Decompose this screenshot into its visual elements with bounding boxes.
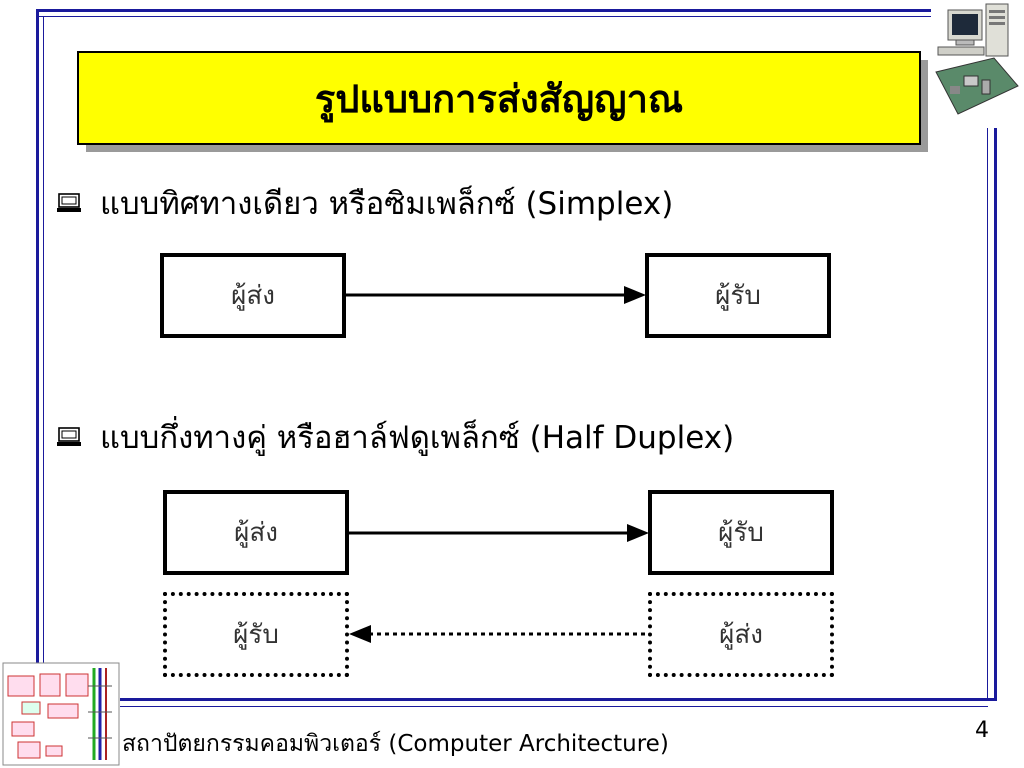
box-label: ผู้ส่ง bbox=[231, 281, 275, 311]
computer-icon bbox=[57, 193, 81, 212]
box-label: ผู้รับ bbox=[715, 281, 761, 311]
system-diagram-icon bbox=[2, 662, 120, 766]
top-rule bbox=[36, 9, 931, 12]
box-label: ผู้รับ bbox=[718, 518, 764, 548]
simplex-sender-box: ผู้ส่ง bbox=[160, 253, 346, 338]
bullet-simplex: แบบทิศทางเดียว หรือซิมเพล็กซ์ (Simplex) bbox=[56, 178, 673, 228]
box-label: ผู้ส่ง bbox=[234, 518, 278, 548]
half-duplex-receiver-box-bottom: ผู้รับ bbox=[163, 592, 349, 677]
box-label: ผู้รับ bbox=[233, 620, 279, 650]
right-rule-thin bbox=[987, 128, 988, 701]
half-duplex-forward-arrow bbox=[347, 524, 649, 542]
left-rule-thin bbox=[43, 16, 44, 664]
half-duplex-return-arrow bbox=[349, 625, 649, 643]
left-rule bbox=[36, 9, 39, 664]
simplex-arrow bbox=[344, 286, 646, 304]
simplex-receiver-box: ผู้รับ bbox=[645, 253, 831, 338]
right-rule bbox=[994, 128, 997, 701]
half-duplex-receiver-box-top: ผู้รับ bbox=[648, 490, 834, 575]
half-duplex-sender-box-top: ผู้ส่ง bbox=[163, 490, 349, 575]
bottom-rule-thin bbox=[120, 706, 988, 707]
bullet-text: แบบกึ่งทางคู่ หรือฮาล์ฟดูเพล็กซ์ (Half D… bbox=[100, 420, 735, 456]
footer-course-title: สถาปัตยกรรมคอมพิวเตอร์ (Computer Archite… bbox=[122, 731, 669, 757]
top-rule-thin bbox=[36, 16, 931, 17]
bottom-rule bbox=[120, 698, 997, 701]
half-duplex-sender-box-bottom: ผู้ส่ง bbox=[648, 592, 834, 677]
desktop-computer-icon bbox=[935, 3, 1019, 115]
page-number: 4 bbox=[975, 718, 989, 743]
box-label: ผู้ส่ง bbox=[719, 620, 763, 650]
bullet-text: แบบทิศทางเดียว หรือซิมเพล็กซ์ (Simplex) bbox=[100, 186, 674, 222]
bullet-half-duplex: แบบกึ่งทางคู่ หรือฮาล์ฟดูเพล็กซ์ (Half D… bbox=[56, 412, 734, 462]
slide-title: รูปแบบการส่งสัญญาณ bbox=[77, 51, 921, 145]
computer-icon bbox=[57, 427, 81, 446]
